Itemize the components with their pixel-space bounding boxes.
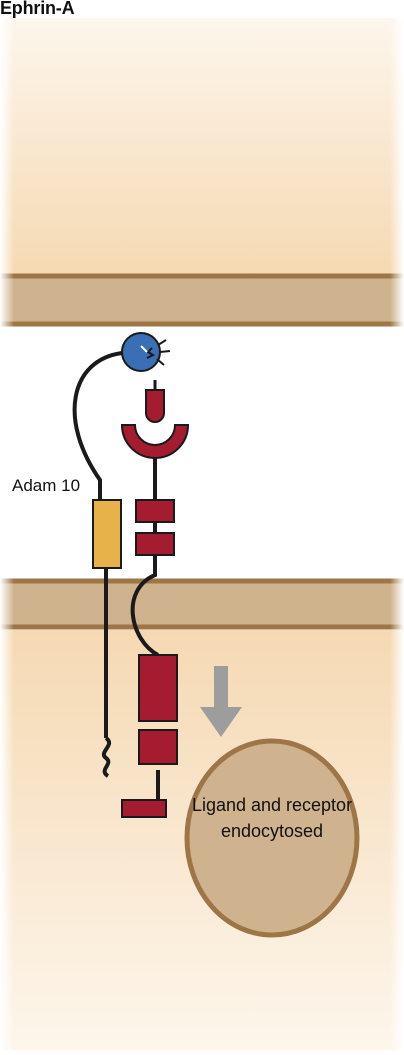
right-edge-fade xyxy=(390,18,404,1050)
receptor-sam-domain xyxy=(138,729,178,765)
receptor-ligand-binding-tip xyxy=(145,389,165,423)
adam10-protease xyxy=(92,499,122,569)
receptor-pdz-domain xyxy=(121,799,167,818)
receptor-fibronectin-domain-2 xyxy=(135,532,175,556)
lower-membrane xyxy=(0,581,404,627)
left-edge-fade xyxy=(0,18,14,1050)
receptor-cup-domain xyxy=(120,424,190,459)
adam10-tail-squiggle xyxy=(102,736,112,778)
receptor-stalk-line xyxy=(130,455,160,657)
diagram-title: Ephrin-A xyxy=(0,0,75,18)
endocytic-vesicle xyxy=(184,738,360,938)
receptor-fibronectin-domain-1 xyxy=(135,499,175,523)
ligand-tether-line xyxy=(72,351,123,500)
down-arrow-icon xyxy=(200,666,242,737)
ephrin-a-ligand xyxy=(121,332,161,372)
upper-membrane xyxy=(0,276,404,324)
receptor-kinase-domain xyxy=(138,654,178,722)
vesicle-label: Ligand and receptor endocytosed xyxy=(191,795,353,841)
cleavage-spark-icon xyxy=(140,339,171,366)
adam10-label: Adam 10 xyxy=(12,476,81,495)
upper-cell-cytoplasm xyxy=(0,18,404,276)
